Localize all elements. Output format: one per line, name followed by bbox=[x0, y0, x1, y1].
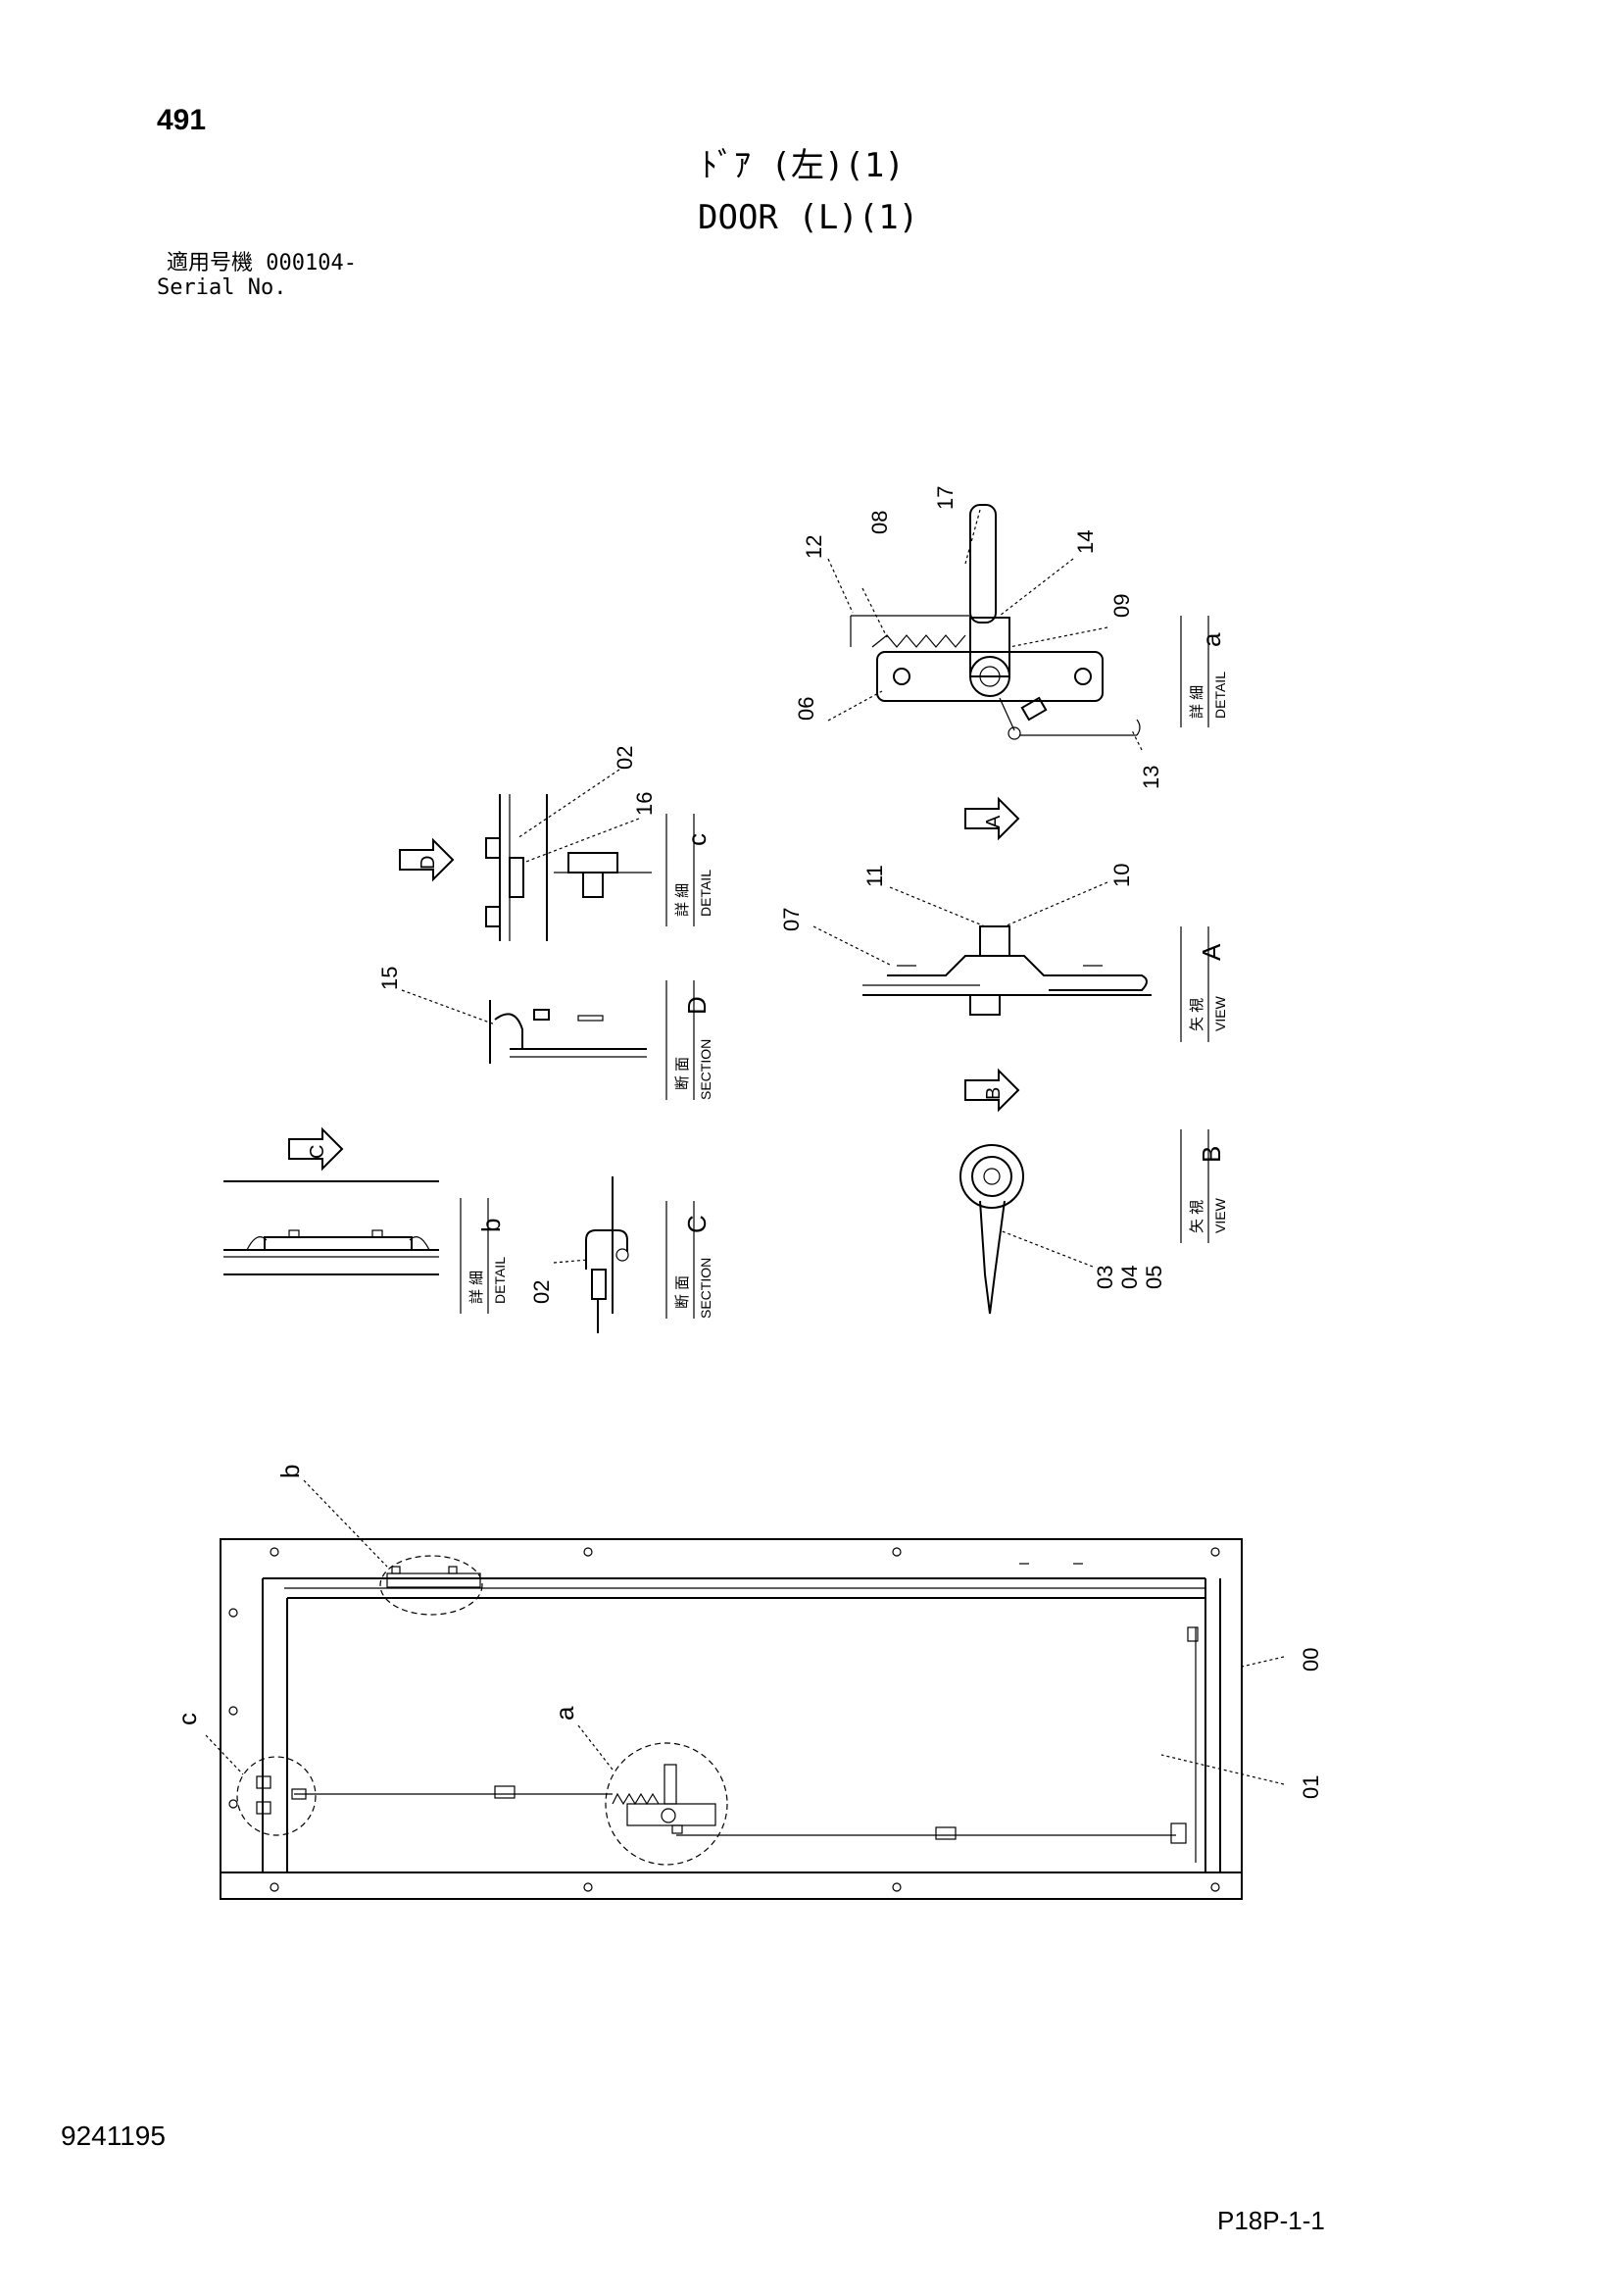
svg-text:VIEW: VIEW bbox=[1212, 995, 1228, 1031]
part-label-03: 03 bbox=[1093, 1266, 1117, 1289]
svg-text:C: C bbox=[682, 1215, 712, 1233]
svg-text:D: D bbox=[682, 996, 712, 1015]
svg-text:詳 細: 詳 細 bbox=[1189, 685, 1205, 719]
section-d-box: 断 面 SECTION D bbox=[665, 980, 713, 1100]
part-label-16: 16 bbox=[632, 792, 657, 816]
part-label-07: 07 bbox=[779, 908, 804, 931]
svg-text:SECTION: SECTION bbox=[698, 1039, 713, 1100]
part-label-08: 08 bbox=[867, 511, 892, 534]
title-english: DOOR (L)(1) bbox=[698, 198, 919, 237]
svg-text:a: a bbox=[1197, 632, 1226, 647]
svg-text:矢 視: 矢 視 bbox=[1189, 1200, 1205, 1233]
view-b-drawing bbox=[959, 1144, 1094, 1315]
svg-text:DETAIL: DETAIL bbox=[1212, 672, 1228, 719]
page-number: 491 bbox=[157, 104, 207, 136]
view-arrow-b: B bbox=[964, 1068, 1020, 1113]
svg-text:c: c bbox=[682, 833, 712, 846]
part-label-02: 02 bbox=[613, 746, 637, 770]
view-b-box: 矢 視 VIEW B bbox=[1180, 1129, 1228, 1243]
detail-c-box: 詳 細 DETAIL c bbox=[665, 814, 713, 926]
part-label-01: 01 bbox=[1299, 1775, 1323, 1799]
part-label-10: 10 bbox=[1109, 864, 1134, 887]
view-arrow-a: A bbox=[964, 796, 1020, 841]
section-c-drawing bbox=[553, 1176, 629, 1333]
svg-text:C: C bbox=[307, 1145, 328, 1159]
title-japanese: ﾄﾞｱ (左)(1) bbox=[701, 146, 905, 185]
part-label-02-section-c: 02 bbox=[529, 1280, 554, 1304]
serial-label-japanese: 適用号機 000104- bbox=[167, 251, 357, 275]
section-d-drawing bbox=[401, 989, 647, 1064]
detail-label-a: a bbox=[550, 1706, 579, 1721]
serial-label-english: Serial No. bbox=[157, 275, 287, 300]
part-label-15: 15 bbox=[377, 967, 402, 990]
detail-a-box: 詳 細 DETAIL a bbox=[1180, 616, 1228, 727]
svg-text:D: D bbox=[418, 856, 439, 870]
detail-a-drawing bbox=[827, 504, 1143, 751]
detail-c-drawing bbox=[485, 769, 652, 941]
svg-text:詳 細: 詳 細 bbox=[468, 1271, 485, 1304]
svg-text:B: B bbox=[983, 1087, 1005, 1100]
part-label-04: 04 bbox=[1117, 1266, 1142, 1289]
svg-text:B: B bbox=[1197, 1146, 1226, 1163]
part-label-00: 00 bbox=[1299, 1648, 1323, 1672]
part-label-13: 13 bbox=[1139, 766, 1163, 789]
svg-text:断 面: 断 面 bbox=[674, 1275, 691, 1309]
part-label-06: 06 bbox=[794, 697, 818, 721]
svg-text:VIEW: VIEW bbox=[1212, 1197, 1228, 1233]
part-label-11: 11 bbox=[862, 865, 887, 887]
part-label-14: 14 bbox=[1073, 530, 1098, 554]
document-number: 9241195 bbox=[61, 2121, 166, 2151]
part-label-12: 12 bbox=[802, 535, 826, 559]
svg-text:詳 細: 詳 細 bbox=[674, 883, 691, 917]
svg-text:A: A bbox=[983, 815, 1005, 828]
part-label-05: 05 bbox=[1142, 1266, 1166, 1289]
view-a-drawing bbox=[812, 881, 1152, 1016]
svg-text:DETAIL: DETAIL bbox=[492, 1257, 508, 1304]
part-label-17: 17 bbox=[933, 486, 958, 510]
part-label-09: 09 bbox=[1109, 594, 1134, 618]
svg-text:b: b bbox=[476, 1219, 506, 1232]
detail-label-b: b bbox=[275, 1465, 305, 1478]
section-c-box: 断 面 SECTION C bbox=[665, 1201, 713, 1319]
svg-text:SECTION: SECTION bbox=[698, 1258, 713, 1319]
detail-b-box: 詳 細 DETAIL b bbox=[460, 1198, 508, 1314]
svg-text:矢 視: 矢 視 bbox=[1189, 998, 1205, 1031]
svg-text:A: A bbox=[1197, 943, 1226, 961]
detail-b-drawing bbox=[223, 1180, 439, 1275]
svg-text:DETAIL: DETAIL bbox=[698, 870, 713, 917]
svg-text:断 面: 断 面 bbox=[674, 1057, 691, 1090]
view-arrow-d: D bbox=[399, 837, 455, 882]
view-a-box: 矢 視 VIEW A bbox=[1180, 926, 1228, 1042]
detail-label-c: c bbox=[172, 1713, 202, 1725]
page-code: P18P-1-1 bbox=[1217, 2206, 1325, 2235]
door-frame-drawing bbox=[205, 1479, 1285, 1900]
view-arrow-c: C bbox=[288, 1126, 344, 1172]
